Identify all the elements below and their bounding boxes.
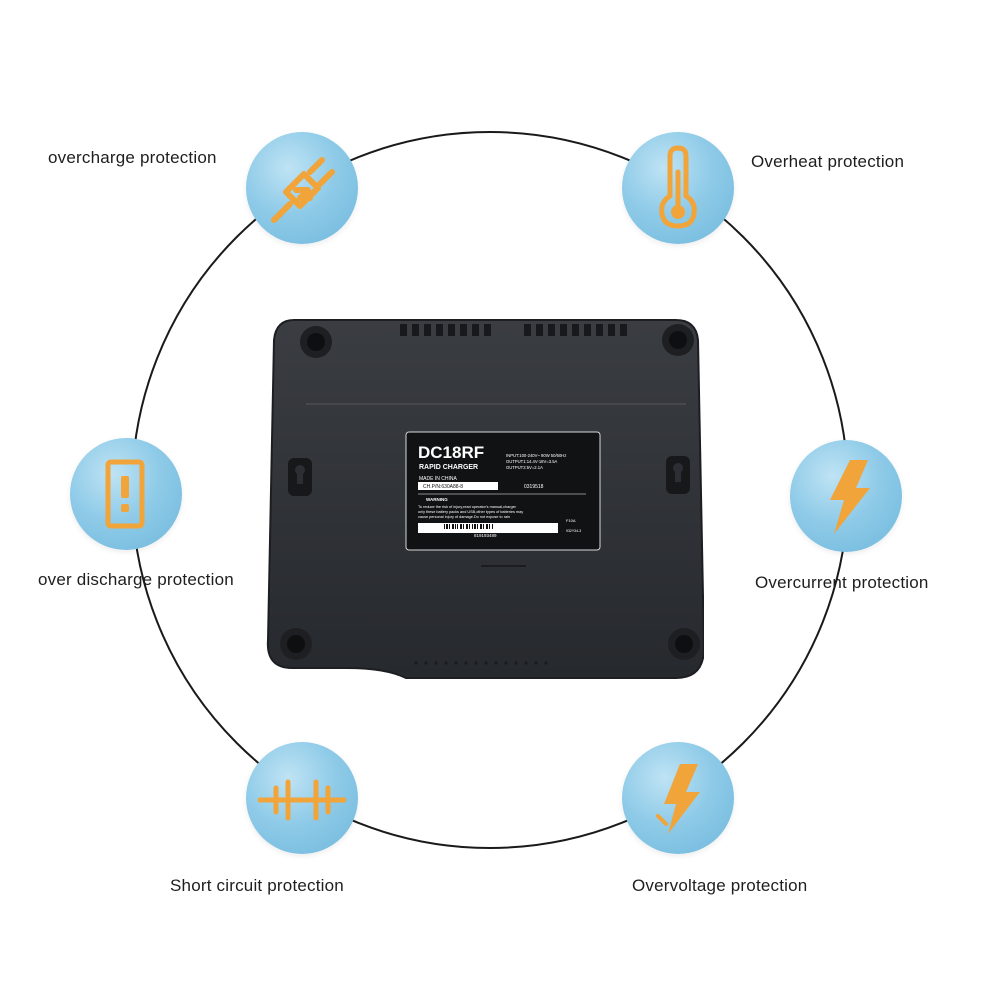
battery-alert-icon bbox=[105, 459, 145, 529]
serial-code: 0319518 bbox=[524, 484, 544, 490]
overvoltage-label: Overvoltage protection bbox=[632, 876, 808, 895]
barcode-number: 819193489 bbox=[474, 533, 497, 538]
made-in: MADE IN CHINA bbox=[419, 476, 457, 482]
short-circuit-label: Short circuit protection bbox=[170, 876, 344, 895]
model-name: DC18RF bbox=[418, 443, 484, 462]
warning-line-2: only these battery packs and USB,other t… bbox=[418, 510, 523, 514]
charger-subtitle: RAPID CHARGER bbox=[419, 464, 478, 471]
circuit-icon bbox=[257, 779, 347, 821]
short-circuit-badge bbox=[246, 742, 358, 854]
over-discharge-badge bbox=[70, 438, 182, 550]
plug-icon bbox=[271, 157, 335, 223]
side-code: 932Y34-3 bbox=[566, 529, 581, 533]
overheat-label: Overheat protection bbox=[751, 152, 905, 171]
rating-label: DC18RF RAPID CHARGER MADE IN CHINA INPUT… bbox=[405, 431, 601, 551]
fuse-rating: F10A bbox=[566, 518, 576, 523]
output2-rating: OUTPUT2:5V=2.1A bbox=[506, 465, 543, 470]
part-number: CH.P/N:630A88-8 bbox=[423, 484, 463, 490]
voltage-bolt-icon bbox=[656, 764, 700, 834]
overvoltage-badge bbox=[622, 742, 734, 854]
over-discharge-label: over discharge protection bbox=[38, 570, 234, 589]
overcharge-label: overcharge protection bbox=[48, 148, 217, 167]
output1-rating: OUTPUT1:14.4V-18V=3.5A bbox=[506, 459, 558, 464]
charger-product: DC18RF RAPID CHARGER MADE IN CHINA INPUT… bbox=[266, 319, 704, 679]
overcurrent-label: Overcurrent protection bbox=[755, 573, 929, 592]
overcurrent-badge bbox=[790, 440, 902, 552]
thermometer-icon bbox=[659, 145, 697, 229]
warning-title: WARNING bbox=[426, 497, 448, 502]
input-rating: INPUT:100-240V~ 90W 50/60Hz bbox=[506, 453, 566, 458]
warning-line-3: cause personal injury of damage.Do not e… bbox=[418, 515, 510, 519]
overheat-badge bbox=[622, 132, 734, 244]
warning-line-1: To reduce the risk of injury,read operat… bbox=[418, 505, 517, 509]
lightning-icon bbox=[830, 460, 870, 534]
overcharge-badge bbox=[246, 132, 358, 244]
